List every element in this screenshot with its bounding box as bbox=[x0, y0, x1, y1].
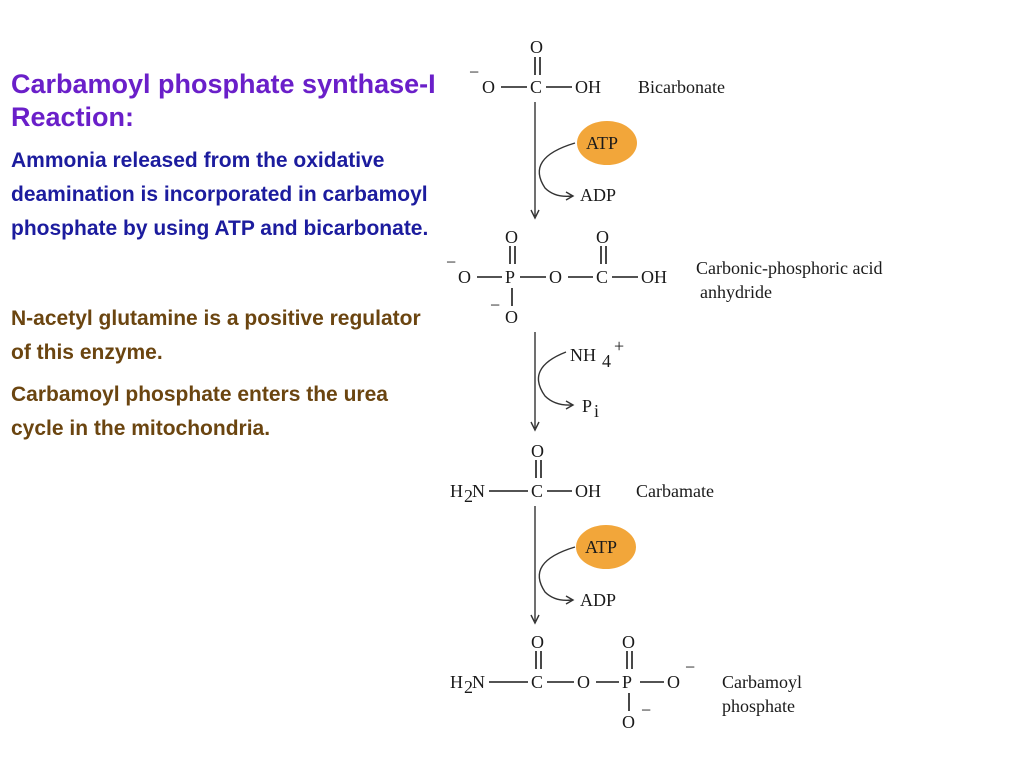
charge-minus: − bbox=[469, 62, 479, 82]
carbamate-structure: H 2 N C O OH Carbamate bbox=[450, 441, 714, 506]
atom-o: O bbox=[622, 632, 635, 652]
cofactor-atp: ATP bbox=[586, 133, 618, 153]
atom-p: P bbox=[622, 672, 632, 692]
atom-o: O bbox=[458, 267, 471, 287]
atom-oh: OH bbox=[575, 481, 601, 501]
charge-minus: − bbox=[685, 657, 695, 677]
cofactor-adp: ADP bbox=[580, 185, 616, 205]
cofactor-atp: ATP bbox=[585, 537, 617, 557]
atom-o: O bbox=[549, 267, 562, 287]
cofactor-pi: P bbox=[582, 396, 592, 416]
atom-c: C bbox=[531, 672, 543, 692]
atom-c: C bbox=[596, 267, 608, 287]
atom-o: O bbox=[577, 672, 590, 692]
text-column: Carbamoyl phosphate synthase-I Reaction:… bbox=[11, 68, 441, 446]
cofactor-adp: ADP bbox=[580, 590, 616, 610]
atom-n: N bbox=[472, 672, 485, 692]
subscript-2: 2 bbox=[464, 486, 473, 506]
label-carbamoyl-2: phosphate bbox=[722, 696, 795, 716]
atom-o: O bbox=[622, 712, 635, 732]
cofactor-nh4-sup: + bbox=[614, 336, 624, 356]
carbamoyl-phosphate-structure: H 2 N C O O P O O − O − Carbamoyl phosph… bbox=[450, 632, 802, 732]
atom-p: P bbox=[505, 267, 515, 287]
step3-arrows: ATP ADP bbox=[530, 506, 636, 625]
atom-c: C bbox=[531, 481, 543, 501]
atp-circle bbox=[576, 525, 636, 569]
label-carbamoyl-1: Carbamoyl bbox=[722, 672, 802, 692]
cofactor-pi-sub: i bbox=[594, 401, 599, 421]
atom-h: H bbox=[450, 672, 463, 692]
paragraph-urea-cycle: Carbamoyl phosphate enters the urea cycl… bbox=[11, 383, 388, 440]
label-bicarbonate: Bicarbonate bbox=[638, 77, 725, 97]
atom-o: O bbox=[505, 227, 518, 247]
atom-o: O bbox=[530, 37, 543, 57]
slide-title: Carbamoyl phosphate synthase-I Reaction: bbox=[11, 69, 436, 132]
charge-minus: − bbox=[446, 252, 456, 272]
atom-oh: OH bbox=[641, 267, 667, 287]
atom-o: O bbox=[667, 672, 680, 692]
atom-o: O bbox=[596, 227, 609, 247]
step1-arrows: ATP ADP bbox=[530, 102, 637, 220]
atom-n: N bbox=[472, 481, 485, 501]
atom-o: O bbox=[531, 632, 544, 652]
step2-arrows: NH 4 + P i bbox=[530, 332, 624, 432]
anhydride-structure: − O P O O − O C O OH Carbonic-phosphoric… bbox=[446, 227, 882, 327]
charge-minus: − bbox=[641, 700, 651, 720]
cofactor-nh4-sub: 4 bbox=[602, 351, 611, 371]
cofactor-nh4: NH bbox=[570, 345, 596, 365]
atom-o: O bbox=[531, 441, 544, 461]
atom-h: H bbox=[450, 481, 463, 501]
label-anhydride-2: anhydride bbox=[700, 282, 772, 302]
bicarbonate-structure: − O C O OH Bicarbonate bbox=[469, 37, 725, 97]
label-anhydride-1: Carbonic-phosphoric acid bbox=[696, 258, 882, 278]
atom-oh: OH bbox=[575, 77, 601, 97]
atom-o: O bbox=[482, 77, 495, 97]
subscript-2: 2 bbox=[464, 677, 473, 697]
paragraph-ammonia: Ammonia released from the oxidative deam… bbox=[11, 149, 429, 240]
atom-c: C bbox=[530, 77, 542, 97]
label-carbamate: Carbamate bbox=[636, 481, 714, 501]
atp-circle bbox=[577, 121, 637, 165]
paragraph-regulator: N-acetyl glutamine is a positive regulat… bbox=[11, 307, 421, 364]
charge-minus: − bbox=[490, 295, 500, 315]
atom-o: O bbox=[505, 307, 518, 327]
